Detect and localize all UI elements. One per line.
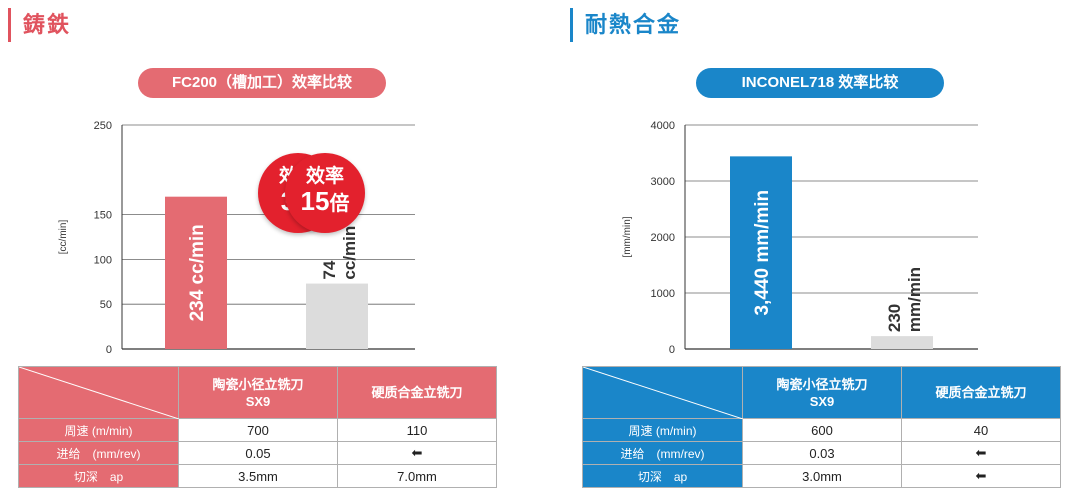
table-cell: ⬅ [901,441,1061,465]
tick-label: 150 [94,210,112,222]
badge-label: 效率 [305,166,344,187]
bar-chart-inconel: 0 1000 2000 3000 4000 [mm/min] 3,440 mm/min 230… [622,120,978,356]
tick-label: 0 [669,344,675,356]
table-row: 周速 (m/min) 700 110 [18,418,497,442]
tick-label: 2000 [651,232,675,244]
row-label: 进给 (mm/rev) [582,441,743,465]
table-row: 进给 (mm/rev) 0.03 ⬅ [582,441,1061,465]
badge-number: 15 [300,186,330,216]
bar [306,283,368,349]
row-label: 周速 (m/min) [582,418,743,442]
tick-label: 4000 [651,120,675,132]
table-header: 硬质合金立铣刀 [901,366,1061,419]
table-cell: 40 [901,418,1061,442]
table-cell: 3.0mm [742,464,902,488]
chart-title: FC200（槽加工）效率比较 [138,68,386,98]
diagonal-line-icon [583,367,743,419]
data-label: 74cc/min [320,226,359,280]
table-cell: 7.0mm [337,464,497,488]
panel-heat-resistant-alloy: 耐熱合金 INCONEL718 效率比较 0 1000 2000 3000 4000 [m… [285,0,1080,501]
table-cell: 700 [178,418,338,442]
tick-label: 1000 [651,288,675,300]
section-title: 耐熱合金 [570,8,681,42]
table-row: 切深 ap 3.0mm ⬅ [582,464,1061,488]
data-label-line: cc/min [340,226,359,280]
spec-table: 陶瓷小径立铣刀 SX9 硬质合金立铣刀 周速 (m/min) 700 110 进… [18,366,497,488]
table-cell: 110 [337,418,497,442]
data-label: 3,440 mm/min [752,190,773,316]
table-corner [582,366,743,419]
data-label-line: mm/min [905,267,924,332]
bar [871,336,933,349]
row-label: 切深 ap [582,464,743,488]
tick-label: 50 [100,299,112,311]
y-axis-label: [mm/min] [622,216,633,257]
data-label: 234 cc/min [187,224,208,321]
table-cell: ⬅ [337,441,497,465]
table-header: 陶瓷小径立铣刀 SX9 [178,366,338,419]
badge-value: 15倍 [285,188,365,217]
table-cell: 0.05 [178,441,338,465]
panel-cast-iron: 鋳鉄 FC200（槽加工）效率比较 0 50 100 150 250 [cc/min] 23… [8,8,497,488]
tick-label: 0 [106,344,112,356]
data-label-line: 74 [320,260,339,279]
bar [165,196,227,349]
row-label: 进给 (mm/rev) [18,441,179,465]
row-label: 切深 ap [18,464,179,488]
row-label: 周速 (m/min) [18,418,179,442]
badge-suffix: 倍 [329,193,350,215]
section-title: 鋳鉄 [8,8,71,42]
spec-table: 陶瓷小径立铣刀 SX9 硬质合金立铣刀 周速 (m/min) 600 40 进给… [582,366,1061,488]
table-cell: 600 [742,418,902,442]
table-header: 陶瓷小径立铣刀 SX9 [742,366,902,419]
table-row: 周速 (m/min) 600 40 [582,418,1061,442]
table-header: 硬质合金立铣刀 [337,366,497,419]
bar [730,156,792,349]
tick-label: 250 [94,120,112,132]
tick-label: 100 [94,254,112,266]
table-row: 切深 ap 3.5mm 7.0mm [18,464,497,488]
data-label: 230mm/min [885,267,924,332]
diagonal-line-icon [19,367,179,419]
table-cell: 3.5mm [178,464,338,488]
chart-title: INCONEL718 效率比较 [696,68,944,98]
table-cell: 0.03 [742,441,902,465]
table-corner [18,366,179,419]
table-cell: ⬅ [901,464,1061,488]
table-row: 进给 (mm/rev) 0.05 ⬅ [18,441,497,465]
data-label-line: 230 [885,304,904,332]
bar-chart-cast-iron: 0 50 100 150 250 [cc/min] 234 cc/min 74cc/min [58,120,415,356]
y-axis-label: [cc/min] [58,220,69,255]
efficiency-badge: 效率 15倍 [285,153,365,233]
tick-label: 3000 [651,176,675,188]
